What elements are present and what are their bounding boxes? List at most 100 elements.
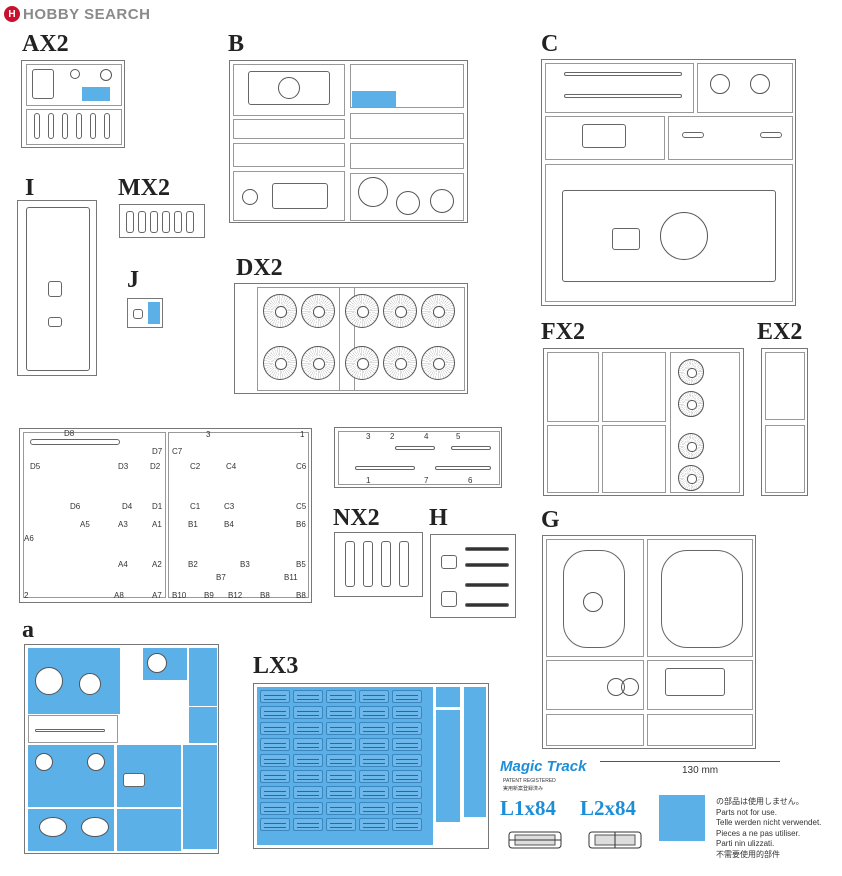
label-h: H <box>429 505 448 531</box>
drive-sprocket <box>678 465 704 491</box>
logo-text: HOBBY SEARCH <box>23 5 151 23</box>
road-wheel <box>301 346 335 380</box>
track-link <box>293 706 323 719</box>
part-code: C5 <box>296 502 307 511</box>
part-code: D1 <box>152 502 163 511</box>
label-j: J <box>127 267 139 293</box>
hobby-search-logo: H HOBBY SEARCH <box>4 4 150 24</box>
track-link <box>326 786 356 799</box>
label-nx2: NX2 <box>333 505 380 531</box>
part-code: B7 <box>216 573 226 582</box>
track-link <box>293 738 323 751</box>
part-code: C1 <box>190 502 201 511</box>
track-link <box>293 802 323 815</box>
scale-label: 130 mm <box>682 765 719 776</box>
track-link <box>392 722 422 735</box>
track-l2-label: L2x84 <box>580 796 637 820</box>
unused-part-marker <box>189 648 217 706</box>
legend-line-de: Telle werden nicht verwendet. <box>716 818 822 827</box>
track-link <box>260 754 290 767</box>
patent-text: PATENT REGISTERED <box>503 778 556 784</box>
track-l1-label: L1x84 <box>500 796 557 820</box>
part-code: A1 <box>152 520 162 529</box>
track-link <box>326 802 356 815</box>
label-i: I <box>25 175 35 201</box>
track-link <box>260 722 290 735</box>
legend-line-en: Parts not for use. <box>716 807 777 817</box>
road-wheel <box>383 294 417 328</box>
unused-part-marker <box>464 687 486 817</box>
track-link <box>359 722 389 735</box>
road-wheel <box>421 346 455 380</box>
track-link <box>260 786 290 799</box>
part-code: B10 <box>172 591 187 600</box>
track-link <box>392 770 422 783</box>
road-wheel <box>263 346 297 380</box>
track-link <box>293 786 323 799</box>
track-link <box>392 818 422 831</box>
unused-part-marker <box>436 710 460 822</box>
track-link <box>392 738 422 751</box>
part-code: B2 <box>188 560 198 569</box>
label-b: B <box>228 31 245 57</box>
track-link <box>359 786 389 799</box>
part-code: 1 <box>366 476 371 485</box>
track-link <box>293 690 323 703</box>
track-link <box>359 802 389 815</box>
track-link <box>392 786 422 799</box>
logo-mark-icon: H <box>4 6 20 22</box>
label-mx2: MX2 <box>118 175 170 201</box>
part-code: B5 <box>296 560 306 569</box>
unused-part-marker <box>183 745 217 849</box>
unused-part-marker <box>82 87 110 101</box>
legend-line-jp: の部品は使用しません。 <box>716 797 804 806</box>
track-link <box>326 754 356 767</box>
drive-sprocket <box>678 433 704 459</box>
label-g: G <box>541 507 560 533</box>
part-code: 2 <box>24 591 29 600</box>
track-link <box>326 770 356 783</box>
sprue-b <box>229 60 468 223</box>
part-code: D5 <box>30 462 41 471</box>
part-code: B11 <box>284 573 298 582</box>
label-dx2: DX2 <box>236 255 283 281</box>
road-wheel <box>263 294 297 328</box>
part-code: 2 <box>390 432 395 441</box>
track-link <box>293 770 323 783</box>
sprue-d-a-b <box>19 428 312 603</box>
part-code: D3 <box>118 462 129 471</box>
sprue-j <box>127 298 163 328</box>
road-wheel <box>345 346 379 380</box>
unused-part-marker <box>148 302 160 324</box>
road-wheel <box>421 294 455 328</box>
sprue-ax2 <box>21 60 125 148</box>
part-code: D2 <box>150 462 161 471</box>
sprue-fx2 <box>543 348 744 496</box>
sprue-mx2 <box>119 204 205 238</box>
unused-part-marker <box>189 707 217 743</box>
part-code: D8 <box>64 429 75 438</box>
sprue-h <box>430 534 516 618</box>
scale-bar <box>600 761 780 762</box>
part-code: A5 <box>80 520 90 529</box>
label-c: C <box>541 31 559 57</box>
track-link <box>326 738 356 751</box>
track-link <box>260 706 290 719</box>
label-fx2: FX2 <box>541 319 585 345</box>
track-link <box>260 770 290 783</box>
road-wheel <box>301 294 335 328</box>
track-link <box>260 818 290 831</box>
part-code: A2 <box>152 560 162 569</box>
unused-part-marker <box>117 809 181 851</box>
unused-part-marker <box>436 687 460 707</box>
sprue-weapons <box>334 427 502 488</box>
track-link <box>293 722 323 735</box>
part-code: 7 <box>424 476 429 485</box>
sprue-c <box>541 59 796 306</box>
sprue-a <box>24 644 219 854</box>
road-wheel <box>383 346 417 380</box>
part-code: C4 <box>226 462 237 471</box>
sprue-ex2 <box>761 348 808 496</box>
track-link <box>359 818 389 831</box>
track-link <box>326 706 356 719</box>
